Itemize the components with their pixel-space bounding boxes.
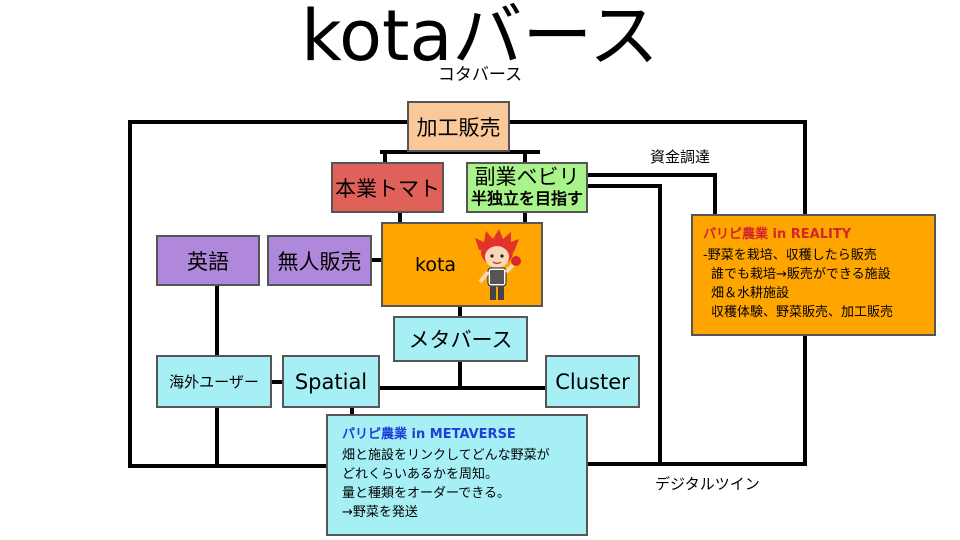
node-mujin-hanbai: 無人販売: [267, 235, 372, 286]
node-eigo-label: 英語: [187, 249, 229, 274]
node-cluster-label: Cluster: [555, 369, 630, 394]
node-kaigai-user: 海外ユーザー: [156, 355, 272, 408]
node-kakou-hanbai: 加工販売: [407, 101, 510, 152]
label-shikin-chotatsu: 資金調達: [650, 148, 711, 166]
reality-line: 収穫体験、野菜販売、加工販売: [711, 305, 894, 320]
node-hongyo-tomato: 本業トマト: [331, 162, 444, 213]
node-kota-label: kota: [415, 253, 457, 276]
node-mujin-label: 無人販売: [277, 249, 362, 274]
node-metaverse: メタバース: [393, 316, 528, 362]
node-fukugyo-sub: 半独立を目指す: [470, 188, 583, 208]
label-digital-twin: デジタルツイン: [655, 475, 760, 493]
reality-line: -野菜を栽培、収穫したら販売: [703, 248, 877, 263]
reality-line: 誰でも栽培→販売ができる施設: [711, 267, 891, 282]
node-kakou-label: 加工販売: [416, 115, 501, 140]
node-fukugyo-label: 副業ベビリ: [474, 164, 580, 189]
page-subtitle: コタバース: [437, 65, 523, 85]
reality-panel-title: パリピ農業 in REALITY: [703, 227, 852, 242]
reality-panel: パリピ農業 in REALITY -野菜を栽培、収穫したら販売 誰でも栽培→販売…: [691, 214, 936, 336]
node-spatial: Spatial: [282, 355, 380, 408]
metaverse-line: →野菜を発送: [342, 505, 418, 520]
reality-line: 畑＆水耕施設: [711, 286, 790, 301]
node-kota: kota: [381, 222, 543, 307]
metaverse-line: 量と種類をオーダーできる。: [342, 486, 510, 501]
node-kaigai-label: 海外ユーザー: [169, 373, 259, 391]
node-cluster: Cluster: [545, 355, 640, 408]
node-eigo: 英語: [156, 235, 260, 286]
metaverse-panel-title: パリピ農業 in METAVERSE: [342, 427, 516, 442]
kota-avatar-icon: [475, 229, 521, 300]
metaverse-line: 畑と施設をリンクしてどんな野菜が: [342, 448, 550, 463]
node-spatial-label: Spatial: [294, 369, 368, 394]
node-fukugyo: 副業ベビリ 半独立を目指す: [466, 162, 588, 213]
node-hongyo-label: 本業トマト: [335, 176, 440, 201]
page-title: kotaバース: [301, 0, 659, 77]
node-metaverse-label: メタバース: [408, 328, 513, 352]
metaverse-line: どれくらいあるかを周知。: [342, 467, 499, 482]
metaverse-panel: パリピ農業 in METAVERSE 畑と施設をリンクしてどんな野菜が どれくら…: [326, 414, 588, 536]
